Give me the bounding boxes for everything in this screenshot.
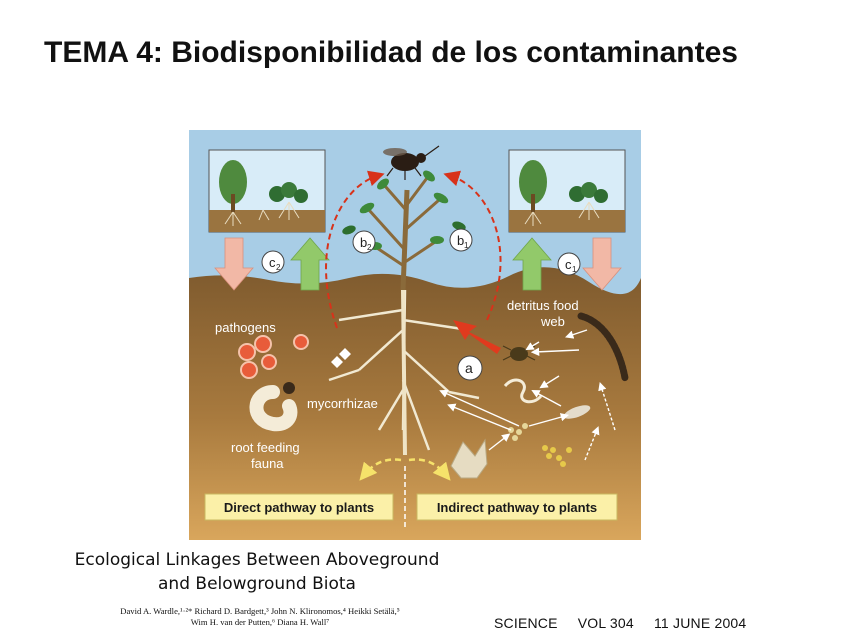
central-plant	[328, 170, 480, 456]
red-fat-arrow	[453, 320, 501, 354]
label-a-letter: a	[465, 360, 473, 376]
label-b2: b 2	[352, 230, 376, 254]
journal-name: SCIENCE	[494, 615, 558, 631]
root-feeding-label-line2: fauna	[251, 456, 284, 471]
indirect-pathway-box: Indirect pathway to plants	[416, 493, 618, 521]
herbivore-insect	[383, 145, 440, 180]
pink-down-arrow-left	[214, 237, 254, 291]
label-b2-sub: 2	[367, 243, 372, 252]
detritus-label-line1: detritus food	[507, 298, 579, 313]
root-feeding-label-line1: root feeding	[231, 440, 300, 455]
paper-title-line1: Ecological Linkages Between Aboveground	[74, 550, 440, 570]
indirect-pathway-arrow	[408, 458, 451, 481]
leaf-litter	[450, 438, 488, 479]
nematode	[503, 378, 543, 404]
direct-pathway-label: Direct pathway to plants	[224, 500, 374, 515]
feedback-arc-right	[443, 170, 502, 321]
slide-title: TEMA 4: Biodisponibilidad de los contami…	[44, 36, 738, 69]
label-a: a	[457, 355, 483, 381]
millipede	[577, 312, 629, 382]
springtail	[563, 405, 591, 419]
pathogens-label: pathogens	[215, 320, 276, 335]
inset-box-left	[208, 149, 326, 233]
feedback-arc-left	[325, 170, 385, 329]
ecological-linkages-diagram: b 2 b 1 c 2 c 1 a	[189, 130, 641, 540]
inset-box-right	[508, 149, 626, 233]
pink-down-arrow-right	[582, 237, 622, 291]
authors-line1: David A. Wardle,¹·²* Richard D. Bardgett…	[120, 606, 400, 616]
food-web-arrows	[439, 329, 616, 461]
green-up-arrow-left	[290, 237, 330, 291]
label-c1-letter: c	[565, 257, 572, 272]
label-b1: b 1	[449, 228, 473, 252]
journal-volume: VOL 304	[577, 615, 634, 631]
green-up-arrow-right	[512, 237, 552, 291]
mycorrhizae-symbol	[331, 348, 351, 368]
journal-date: 11 JUNE 2004	[653, 615, 747, 631]
direct-pathway-box: Direct pathway to plants	[204, 493, 394, 521]
authors-line2: Wim H. van der Putten,⁶ Diana H. Wall⁷	[190, 617, 330, 627]
label-c1-sub: 1	[572, 265, 577, 274]
pathogen-cluster	[238, 334, 309, 379]
paper-title: Ecological Linkages Between Aboveground …	[52, 548, 462, 596]
label-b2-letter: b	[360, 235, 367, 250]
label-b1-letter: b	[457, 233, 464, 248]
detritus-label-line2: web	[540, 314, 565, 329]
indirect-pathway-label: Indirect pathway to plants	[437, 500, 597, 515]
journal-citation: SCIENCE VOL 304 11 JUNE 2004	[494, 615, 762, 631]
label-c2: c 2	[261, 250, 285, 274]
label-c2-sub: 2	[276, 263, 281, 272]
root-feeding-grub	[249, 382, 298, 432]
paper-authors: David A. Wardle,¹·²* Richard D. Bardgett…	[60, 606, 460, 628]
paper-title-line2: and Belowground Biota	[158, 574, 356, 594]
label-c1: c 1	[557, 252, 581, 276]
label-b1-sub: 1	[464, 241, 469, 250]
mycorrhizae-label: mycorrhizae	[307, 396, 378, 411]
direct-pathway-arrow	[359, 458, 402, 481]
mite	[502, 345, 536, 361]
label-c2-letter: c	[269, 255, 276, 270]
